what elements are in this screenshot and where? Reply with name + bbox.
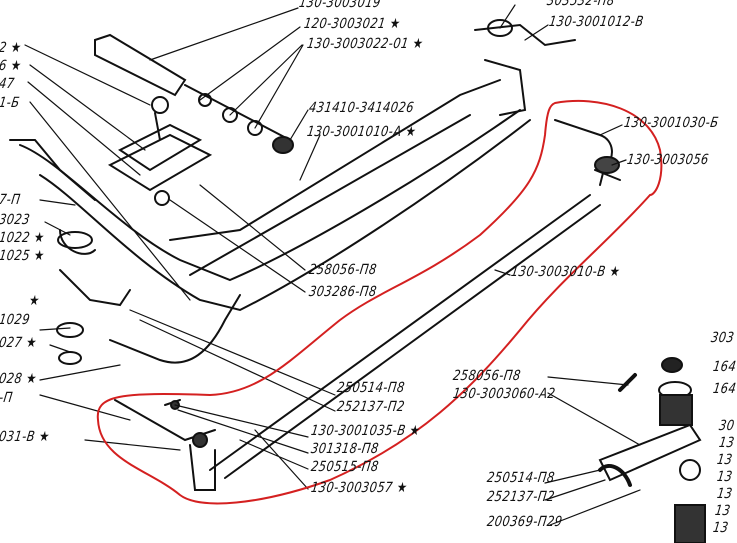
leader-lines xyxy=(24,4,641,526)
part-label: 1029 xyxy=(0,312,32,328)
part-label: 1022 ★ xyxy=(0,230,46,246)
part-label: 250515-П8 xyxy=(309,459,380,475)
part-label: 30 xyxy=(717,418,736,434)
ball-socket xyxy=(674,504,706,543)
part-label: 200369-П29 xyxy=(485,514,564,530)
highlight-loop xyxy=(96,99,663,505)
part-label: 130-3001010-А ★ xyxy=(305,124,418,140)
part-label: -П xyxy=(0,390,14,406)
lever-clamp xyxy=(598,464,632,487)
part-label: 303286-П8 xyxy=(307,284,378,300)
part-label: 130-3003056 xyxy=(625,152,710,168)
part-label: 13 xyxy=(715,469,734,485)
part-label: 130-3001030-Б xyxy=(622,115,720,131)
ball-knob xyxy=(151,96,169,114)
part-label: 13 xyxy=(713,503,732,519)
part-label: 258056-П8 xyxy=(451,368,522,384)
left-king-pin-washer xyxy=(57,231,93,249)
cap-nut xyxy=(661,357,683,373)
part-label: 47 xyxy=(0,76,16,92)
part-label: 1-Б xyxy=(0,95,21,111)
part-label: 250514-П8 xyxy=(335,380,406,396)
part-label: 258056-П8 xyxy=(307,262,378,278)
left-shim xyxy=(58,351,82,365)
part-label: 431410-3414026 xyxy=(307,100,415,116)
part-label: 130-3003019 xyxy=(297,0,382,11)
cotter-pin xyxy=(618,373,637,392)
part-label: 028 ★ xyxy=(0,371,39,387)
part-label: 252137-П2 xyxy=(485,489,556,505)
part-label: 130-3001012-В xyxy=(547,14,645,30)
bearing xyxy=(272,136,294,154)
part-label: 031-В ★ xyxy=(0,429,51,445)
part-label: 3023 xyxy=(0,212,32,228)
part-label: 6 ★ xyxy=(0,58,23,74)
part-label: 027 ★ xyxy=(0,335,39,351)
left-steering-arm xyxy=(109,294,241,364)
part-label: 13 xyxy=(715,486,734,502)
part-label: 130-3003022-01 ★ xyxy=(305,36,425,52)
left-thrust-washer xyxy=(56,322,84,338)
part-label: 13 xyxy=(711,520,730,536)
part-label: 13 xyxy=(717,435,736,451)
part-label: 130-3003010-В ★ xyxy=(509,264,622,280)
cover-plate xyxy=(107,112,213,192)
part-label: 1025 ★ xyxy=(0,248,46,264)
part-label: 303532-П8 xyxy=(545,0,616,9)
nut xyxy=(154,190,170,206)
part-label: 164 xyxy=(711,381,737,397)
part-label: 7-П xyxy=(0,192,22,208)
part-label: 130-3003057 ★ xyxy=(309,480,409,496)
part-label: 252137-П2 xyxy=(335,399,406,415)
steering-lever xyxy=(598,423,702,482)
left-ball-joint-nut xyxy=(192,432,208,448)
ball-pin xyxy=(679,459,701,481)
bushing xyxy=(222,107,238,123)
part-label: 164 xyxy=(711,359,737,375)
part-label: 303 xyxy=(709,330,736,346)
part-label: 13 xyxy=(715,452,734,468)
part-label: ★ xyxy=(27,293,41,309)
spring xyxy=(659,394,693,426)
axle-beam-web xyxy=(169,79,501,276)
part-label: 130-3001035-В ★ xyxy=(309,423,422,439)
part-label: 301318-П8 xyxy=(309,441,380,457)
bushing xyxy=(198,93,212,107)
part-label: 2 ★ xyxy=(0,40,23,56)
part-label: 130-3003060-А2 xyxy=(451,386,557,402)
right-ball-joint xyxy=(594,156,620,174)
part-label: 250514-П8 xyxy=(485,470,556,486)
part-label: 120-3003021 ★ xyxy=(302,16,402,32)
bushing xyxy=(247,120,263,136)
right-king-pin-cap xyxy=(487,19,513,37)
